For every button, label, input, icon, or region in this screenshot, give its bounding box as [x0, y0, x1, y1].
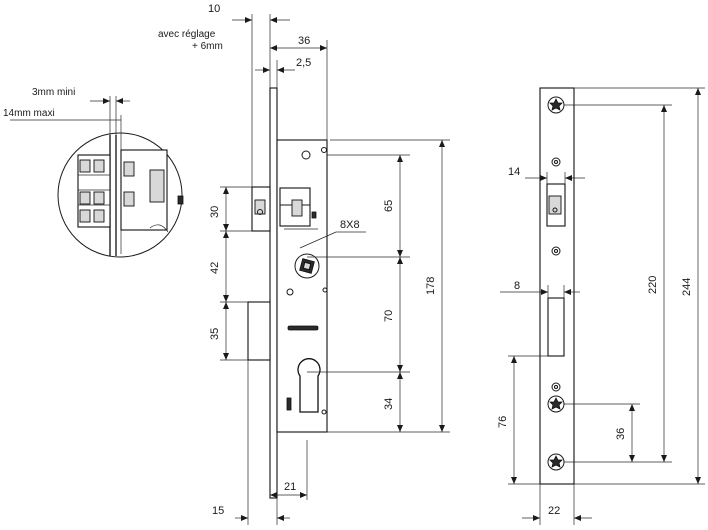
- label-d8: 8: [514, 280, 520, 292]
- label-avec-reglage: avec réglage: [158, 29, 216, 40]
- lock-body-view: [247, 87, 328, 499]
- label-d42: 42: [209, 262, 221, 274]
- lock-faceplate: [269, 87, 278, 499]
- label-d14: 14: [508, 166, 520, 178]
- front-faceplate: [539, 87, 575, 485]
- label-d8x8: 8X8: [340, 219, 360, 231]
- detail-circle-view: [10, 96, 184, 258]
- label-d70: 70: [383, 310, 395, 322]
- detail-circle: [57, 132, 183, 258]
- label-d35: 35: [209, 328, 221, 340]
- label-d15: 15: [212, 505, 224, 517]
- label-plus-6mm: + 6mm: [192, 41, 223, 52]
- label-d22: 22: [548, 505, 560, 517]
- label-d2-5: 2,5: [296, 57, 311, 69]
- label-d10: 10: [208, 3, 220, 15]
- label-d34: 34: [383, 398, 395, 410]
- front-dimension-lines: [500, 87, 705, 525]
- label-d30: 30: [209, 206, 221, 218]
- label-d178: 178: [425, 277, 437, 295]
- label-d65: 65: [383, 200, 395, 212]
- label-d21: 21: [284, 481, 296, 493]
- cylinder-cutout: [297, 358, 321, 413]
- label-d36: 36: [298, 35, 310, 47]
- label-d220: 220: [647, 276, 659, 294]
- label-d244: 244: [681, 278, 693, 296]
- label-3mm-mini: 3mm mini: [32, 87, 75, 98]
- lock-case: [276, 139, 328, 433]
- label-d76: 76: [497, 416, 509, 428]
- label-14mm-maxi: 14mm maxi: [3, 108, 55, 119]
- label-d36-front: 36: [615, 428, 627, 440]
- follower-hub: [294, 253, 320, 279]
- faceplate-front-view: [539, 87, 575, 485]
- center-dimension-lines: [220, 14, 450, 525]
